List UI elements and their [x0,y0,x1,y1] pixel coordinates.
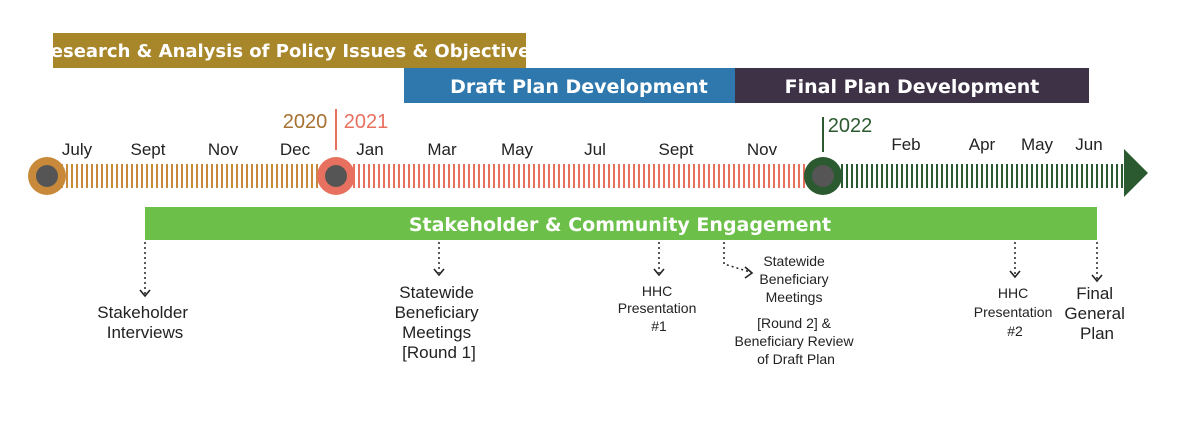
marker-2022 [804,157,842,195]
month-labels: July Sept Nov Dec Jan Mar May Jul Sept Nov Feb Apr M… [62,135,1103,159]
month-label: Dec [280,140,311,159]
phase-research-bar [53,33,526,68]
phase-research: Research & Analysis of Policy Issues & O… [37,33,541,68]
phase-final: Final Plan Development [735,68,1089,103]
month-label: Nov [747,140,778,159]
month-label: Sept [131,140,166,159]
milestone-stakeholder-interviews: Stakeholder Interviews [97,303,192,342]
month-label: Jul [584,140,606,159]
phase-draft-bar [404,68,735,103]
month-label: Mar [427,140,457,159]
arrowhead-statewide-round2 [744,266,754,279]
phase-engagement-label: Stakeholder & Community Engagement [409,214,831,236]
milestone-connectors [144,242,1098,294]
month-label: Feb [891,135,920,154]
year-2022-label: 2022 [828,115,873,137]
connector-statewide-round2 [723,242,751,273]
phase-draft: Draft Plan Development [404,68,735,103]
phase-research-label: Research & Analysis of Policy Issues & O… [37,41,541,62]
milestone-hhc1: HHC Presentation #1 [618,283,701,334]
milestone-statewide-round2: Statewide Beneficiary Meetings [Round 2]… [735,253,858,367]
month-label: July [62,140,93,159]
phase-final-bar [735,68,1089,103]
milestone-statewide-round1: Statewide Beneficiary Meetings [Round 1] [395,283,484,362]
year-2021-label: 2021 [344,111,389,133]
marker-2022-center [812,165,834,187]
arrowhead-statewide-round1 [433,268,445,277]
phase-draft-label: Draft Plan Development [450,76,708,98]
marker-start [28,157,66,195]
arrowhead-hhc1 [653,268,665,277]
timeline-ticks [61,164,1123,188]
milestone-arrowheads [139,266,1103,298]
month-label: Apr [969,135,996,154]
month-label: May [501,140,534,159]
timeline-arrow-head [1124,149,1148,197]
phase-final-label: Final Plan Development [785,76,1040,98]
arrowhead-hhc2 [1009,270,1021,279]
arrowhead-final-plan [1091,274,1103,283]
milestone-final-plan: Final General Plan [1064,284,1129,343]
milestone-hhc2: HHC Presentation #2 [974,285,1057,339]
phase-engagement-bar [145,207,1097,240]
month-label: Jun [1075,135,1102,154]
month-label: Jan [356,140,383,159]
marker-2021-center [325,165,347,187]
year-2020-label: 2020 [283,111,328,133]
marker-2021 [317,157,355,195]
month-label: Sept [659,140,694,159]
marker-start-center [36,165,58,187]
phase-engagement: Stakeholder & Community Engagement [145,207,1097,240]
arrowhead-stakeholder-interviews [139,289,151,298]
month-label: May [1021,135,1054,154]
month-label: Nov [208,140,239,159]
